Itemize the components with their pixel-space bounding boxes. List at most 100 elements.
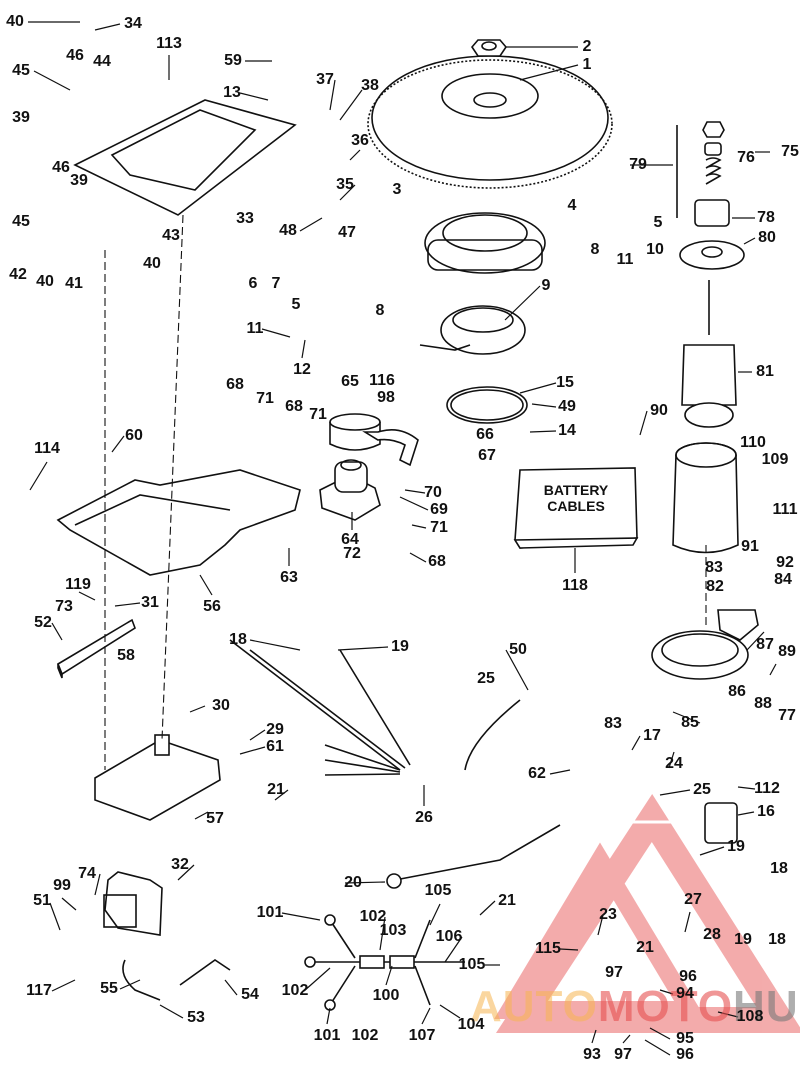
callout: 4 xyxy=(567,197,577,214)
callout: 73 xyxy=(55,598,73,615)
callout: 74 xyxy=(78,865,96,882)
callout: 71 xyxy=(309,406,327,423)
leader-line xyxy=(49,902,61,931)
callout: 68 xyxy=(428,553,446,570)
callout: 63 xyxy=(280,569,298,586)
callout: 44 xyxy=(93,53,111,70)
callout: 5 xyxy=(653,214,663,231)
leader-line xyxy=(559,948,579,951)
leader-line xyxy=(504,285,541,321)
leader-line xyxy=(111,435,125,453)
leader-line xyxy=(61,897,77,911)
leader-line xyxy=(421,1007,431,1025)
callout: 90 xyxy=(650,402,668,419)
callout: 50 xyxy=(509,641,527,658)
leader-line xyxy=(194,811,209,820)
callout: 39 xyxy=(12,109,30,126)
callout: 40 xyxy=(143,255,161,272)
starter-housing xyxy=(672,442,739,554)
callout: 114 xyxy=(34,440,60,457)
callout: 31 xyxy=(141,594,159,611)
callout: 21 xyxy=(267,781,285,798)
flywheel-nut xyxy=(470,39,508,57)
callout: 49 xyxy=(558,398,576,415)
leader-line xyxy=(239,746,266,755)
callout: 47 xyxy=(338,224,356,241)
callout: 30 xyxy=(212,697,230,714)
callout: 51 xyxy=(33,892,51,909)
callout: 105 xyxy=(458,956,486,973)
callout: 60 xyxy=(125,427,143,444)
callout: 38 xyxy=(361,77,379,94)
leader-line xyxy=(429,903,441,926)
callout: 56 xyxy=(203,598,221,615)
callout: 76 xyxy=(737,149,755,166)
callout: 83 xyxy=(705,559,723,576)
trim-harness xyxy=(304,914,465,1011)
leader-line xyxy=(344,881,386,884)
callout: 8 xyxy=(590,241,600,258)
leader-line xyxy=(746,631,765,651)
callout: 97 xyxy=(605,964,623,981)
watermark-moto: MOTO xyxy=(597,982,734,1031)
leader-line xyxy=(479,900,496,916)
callout: 101 xyxy=(313,1027,341,1044)
callout: 1 xyxy=(582,56,592,73)
callout: 58 xyxy=(117,647,135,664)
callout: 65 xyxy=(341,373,359,390)
leader-line xyxy=(379,916,386,951)
callout: 12 xyxy=(293,361,311,378)
callout: 100 xyxy=(372,987,400,1004)
leader-line xyxy=(684,911,691,933)
callout: 8 xyxy=(375,302,385,319)
leader-line xyxy=(659,989,674,995)
leader-line xyxy=(94,873,101,896)
callout: 94 xyxy=(676,985,694,1002)
callout: 92 xyxy=(776,554,794,571)
leader-line xyxy=(505,649,529,691)
rectifier xyxy=(94,734,221,821)
leader-line xyxy=(189,705,206,713)
leader-line xyxy=(119,979,141,990)
callout: 102 xyxy=(351,1027,379,1044)
callout: 62 xyxy=(528,765,546,782)
callout: 107 xyxy=(408,1027,436,1044)
callout: 96 xyxy=(676,1046,694,1063)
callout: 40 xyxy=(36,273,54,290)
callout: 93 xyxy=(583,1046,601,1063)
callout: 77 xyxy=(778,707,796,724)
leader-line xyxy=(591,1029,597,1044)
callout: 2 xyxy=(582,38,592,55)
battery-cables-label: BATTERY CABLES xyxy=(530,482,622,514)
solenoid-cup xyxy=(329,413,381,451)
leader-line xyxy=(411,524,427,529)
callout: 24 xyxy=(665,755,683,772)
callout: 36 xyxy=(351,132,369,149)
leader-line xyxy=(439,1004,461,1019)
callout: 101 xyxy=(256,904,284,921)
callout: 25 xyxy=(693,781,711,798)
callout: 45 xyxy=(12,213,30,230)
callout: 78 xyxy=(757,209,775,226)
callout: 91 xyxy=(741,538,759,555)
callout: 27 xyxy=(684,891,702,908)
ignition-coil xyxy=(103,871,163,936)
starter-drive xyxy=(676,121,745,270)
callout: 18 xyxy=(770,860,788,877)
callout: 16 xyxy=(757,803,775,820)
solenoid-bracket xyxy=(362,429,419,467)
callout: 98 xyxy=(377,389,395,406)
callout: 105 xyxy=(424,882,452,899)
leader-line xyxy=(531,403,557,408)
callout: 6 xyxy=(248,275,258,292)
armature xyxy=(681,280,737,428)
leader-line xyxy=(597,914,604,936)
spark-plug-lead xyxy=(122,959,231,1001)
callout: 29 xyxy=(266,721,284,738)
leader-line xyxy=(78,591,96,601)
callout: 48 xyxy=(279,222,297,239)
callout: 40 xyxy=(6,13,24,30)
callout: 11 xyxy=(616,251,634,268)
battery-label-line1: BATTERY xyxy=(543,482,609,498)
callout: 67 xyxy=(478,447,496,464)
